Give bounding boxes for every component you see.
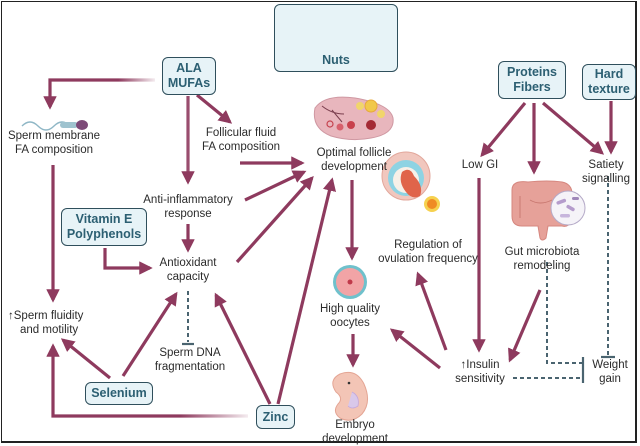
embryo-icon [332, 371, 368, 421]
embryo-development-label: Embryo development [315, 418, 395, 446]
antioxidant-line2: capacity [166, 271, 210, 283]
zinc-box: Zinc [256, 405, 295, 429]
insulin-line1: ↑Insulin [460, 359, 500, 371]
arrow-zinc-to-follicle [276, 177, 337, 405]
selenium-box: Selenium [85, 382, 153, 405]
arrow-proteins-to-low-gi [480, 101, 527, 158]
regulation-ovulation-line1: Regulation of [394, 239, 462, 251]
mufas-label: MUFAs [167, 76, 211, 90]
sperm-fluidity-label: ↑Sperm fluidity and motility [8, 309, 108, 337]
nuts-label: Nuts [322, 53, 350, 67]
antioxidant-capacity-label: Antioxidant capacity [153, 256, 223, 284]
ala-mufas-box: ALA MUFAs [162, 57, 216, 95]
anti-inflammatory-line2: response [164, 208, 212, 220]
texture-label: texture [588, 82, 630, 96]
arrow-ala-to-sperm-membrane [43, 78, 155, 110]
arrow-ala-to-follicular-fluid [195, 93, 233, 124]
selenium-label: Selenium [91, 386, 147, 400]
antioxidant-line1: Antioxidant [159, 257, 217, 269]
embryo-line2: development [322, 433, 388, 445]
arrow-selenium-to-antioxidant [121, 291, 178, 377]
follicular-fluid-line1: Follicular fluid [205, 127, 277, 139]
gut-microbiota-line2: remodeling [513, 260, 571, 272]
sperm-membrane-line1: Sperm membrane [7, 130, 101, 142]
proteins-fibers-box: Proteins Fibers [498, 61, 566, 99]
regulation-ovulation-label: Regulation of ovulation frequency [373, 238, 483, 266]
sperm-membrane-label: Sperm membrane FA composition [4, 129, 104, 157]
arrow-vitamin-e-to-antioxidant [103, 248, 153, 275]
optimal-follicle-line2: development [321, 161, 387, 173]
satiety-line1: Satiety [588, 159, 624, 171]
low-gi-line1: Low GI [461, 159, 499, 171]
oocytes-line2: oocytes [330, 317, 370, 329]
sperm-fluidity-line2: and motility [20, 324, 79, 336]
sperm-icon [21, 120, 88, 131]
ala-label: ALA [176, 61, 202, 75]
zinc-label: Zinc [262, 409, 289, 424]
fibers-label: Fibers [513, 80, 551, 94]
arrow-gut-to-insulin [508, 289, 542, 363]
arrow-zinc-to-antioxidant [214, 292, 272, 405]
intestine-microbiota-icon [511, 180, 586, 241]
arrow-selenium-to-fluidity [60, 338, 112, 380]
weight-gain-label: Weight gain [585, 358, 635, 386]
arrow-anti-inflammatory-to-follicle [244, 170, 307, 202]
sperm-dna-label: Sperm DNA fragmentation [145, 346, 235, 374]
ovary-icon [313, 96, 394, 141]
regulation-ovulation-line2: ovulation frequency [378, 253, 478, 265]
hard-texture-box: Hard texture [582, 64, 636, 100]
vitamin-e-polyphenols-box: Vitamin E Polyphenols [61, 208, 147, 246]
anti-inflammatory-label: Anti-inflammatory response [138, 193, 238, 221]
arrow-zinc-to-fluidity [46, 343, 248, 418]
oocyte-icon [333, 265, 367, 299]
arrow-insulin-to-ovulation [415, 271, 448, 351]
oocytes-line1: High quality [319, 303, 381, 315]
follicular-fluid-label: Follicular fluid FA composition [196, 126, 286, 154]
gut-microbiota-line1: Gut microbiota [504, 246, 580, 258]
inhibit-gut-weight-gain [546, 262, 582, 364]
insulin-sensitivity-label: ↑Insulin sensitivity [445, 358, 515, 386]
sperm-membrane-line2: FA composition [15, 144, 93, 156]
optimal-follicle-line1: Optimal follicle [316, 147, 392, 159]
sperm-dna-line1: Sperm DNA [159, 347, 221, 359]
nuts-box: Nuts [274, 4, 398, 72]
follicle-ovulation-icon [381, 151, 440, 212]
insulin-line2: sensitivity [455, 373, 505, 385]
embryo-line1: Embryo [335, 419, 375, 431]
satiety-line2: signalling [582, 173, 630, 185]
anti-inflammatory-line1: Anti-inflammatory [143, 194, 233, 206]
arrow-proteins-to-satiety [541, 101, 605, 155]
weight-gain-line1: Weight [592, 359, 628, 371]
satiety-signalling-label: Satiety signalling [575, 158, 637, 186]
sperm-fluidity-line1: ↑Sperm fluidity [8, 310, 84, 322]
follicular-fluid-line2: FA composition [202, 141, 280, 153]
arrow-antioxidant-to-follicle [235, 175, 314, 264]
optimal-follicle-label: Optimal follicle development [306, 146, 402, 174]
low-gi-label: Low GI [452, 158, 508, 172]
gut-microbiota-label: Gut microbiota remodeling [497, 245, 587, 273]
arrow-insulin-to-oocytes [389, 328, 441, 370]
vitamin-e-label: Vitamin E [75, 212, 133, 226]
high-quality-oocytes-label: High quality oocytes [308, 302, 392, 330]
hard-label: Hard [594, 67, 624, 81]
polyphenols-label: Polyphenols [66, 227, 142, 241]
sperm-dna-line2: fragmentation [154, 361, 226, 373]
proteins-label: Proteins [506, 65, 557, 79]
weight-gain-line2: gain [599, 373, 621, 385]
